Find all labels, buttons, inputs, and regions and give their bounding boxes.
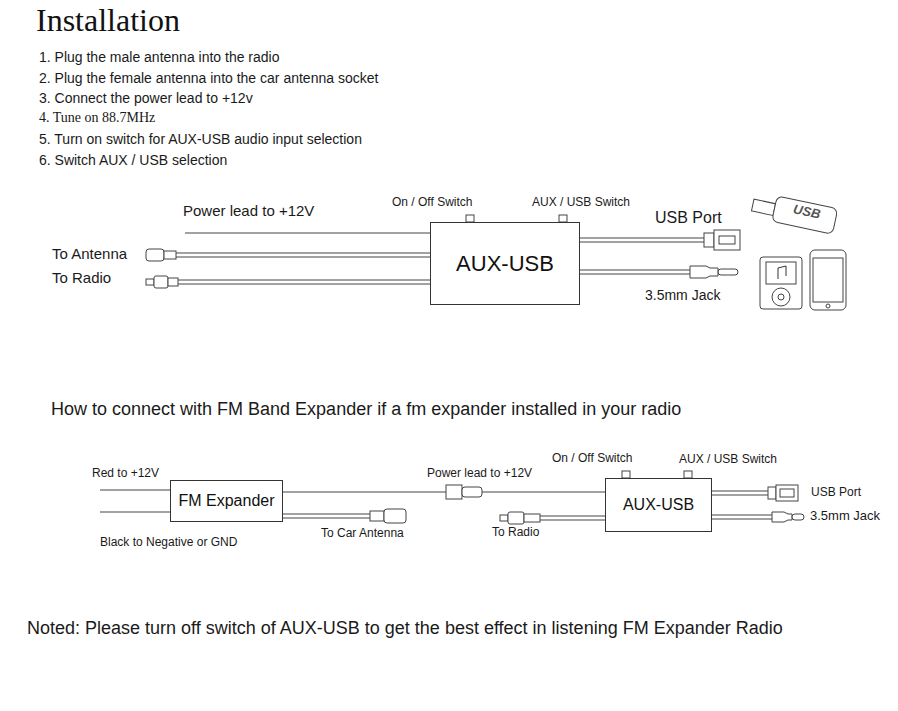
annotation-label: Power lead to +12V xyxy=(182,202,315,219)
annotation-label: 2. Plug the female antenna into the car … xyxy=(38,70,379,86)
black-wire xyxy=(100,512,170,513)
antenna-cable xyxy=(283,514,370,515)
expander-box: FM Expander xyxy=(170,480,283,522)
jack-cable xyxy=(712,515,772,516)
annotation-label: 3.5mm Jack xyxy=(644,287,721,303)
switch-tab xyxy=(466,215,567,222)
radio-cable xyxy=(178,284,430,285)
antenna-cable xyxy=(176,257,430,258)
power-wire xyxy=(185,233,430,234)
annotation-label: To Car Antenna xyxy=(320,527,405,541)
module-box: AUX-USB xyxy=(605,478,712,532)
page-title: Installation xyxy=(36,2,180,39)
annotation-label: Black to Negative or GND xyxy=(99,536,238,550)
annotation-label: USB Port xyxy=(654,209,723,227)
usb-socket xyxy=(704,230,740,250)
antenna-cable xyxy=(176,253,430,254)
jack-cable xyxy=(712,519,772,520)
box-label: AUX-USB xyxy=(456,251,554,277)
annotation-label: To Radio xyxy=(491,526,540,540)
annotation-label: On / Off Switch xyxy=(391,196,473,210)
annotation-label: AUX / USB Switch xyxy=(678,453,778,467)
annotation-label: To Radio xyxy=(51,269,112,286)
smartphone xyxy=(810,250,846,310)
car-antenna-plug xyxy=(370,509,406,523)
annotation-label: 6. Switch AUX / USB selection xyxy=(38,152,228,168)
annotation-label: To Antenna xyxy=(51,245,128,262)
annotation-label: 3.5mm Jack xyxy=(809,509,881,524)
antenna-cable xyxy=(283,518,370,519)
annotation-label: How to connect with FM Band Expander if … xyxy=(50,399,682,420)
annotation-label: On / Off Switch xyxy=(551,452,633,466)
usb-cable xyxy=(580,242,704,243)
annotation-label: Noted: Please turn off switch of AUX-USB… xyxy=(26,618,784,639)
radio-cable xyxy=(540,516,605,517)
annotation-label: 4. Tune on 88.7MHz xyxy=(38,110,156,126)
radio-plug xyxy=(500,512,540,524)
power-lead-wire xyxy=(283,492,605,493)
usb-cable xyxy=(580,238,704,239)
jack-plug xyxy=(772,512,804,522)
annotation-label: 5. Turn on switch for AUX-USB audio inpu… xyxy=(38,131,363,147)
jack-cable xyxy=(580,270,690,271)
annotation-label: 1. Plug the male antenna into the radio xyxy=(38,49,281,65)
usb-cable xyxy=(712,495,768,496)
module-box: AUX-USB xyxy=(430,222,580,305)
male-antenna-plug xyxy=(146,276,178,288)
usb-stick xyxy=(750,191,838,234)
switch-tab xyxy=(622,471,692,478)
usb-socket xyxy=(768,485,798,501)
jack-plug xyxy=(690,266,738,278)
box-label: FM Expander xyxy=(178,492,274,510)
radio-cable xyxy=(540,520,605,521)
female-antenna-plug xyxy=(146,249,176,261)
annotation-label: Red to +12V xyxy=(91,467,160,481)
usb-cable xyxy=(712,491,768,492)
annotation-label: 3. Connect the power lead to +12v xyxy=(38,90,254,106)
annotation-label: USB Port xyxy=(810,486,862,500)
radio-cable xyxy=(178,280,430,281)
red-wire xyxy=(100,490,170,491)
annotation-label: Power lead to +12V xyxy=(426,467,533,481)
jack-cable xyxy=(580,274,690,275)
box-label: AUX-USB xyxy=(623,496,694,514)
power-lead-plug xyxy=(446,485,482,499)
mp3-player xyxy=(760,257,802,309)
annotation-label: AUX / USB Switch xyxy=(531,196,631,210)
